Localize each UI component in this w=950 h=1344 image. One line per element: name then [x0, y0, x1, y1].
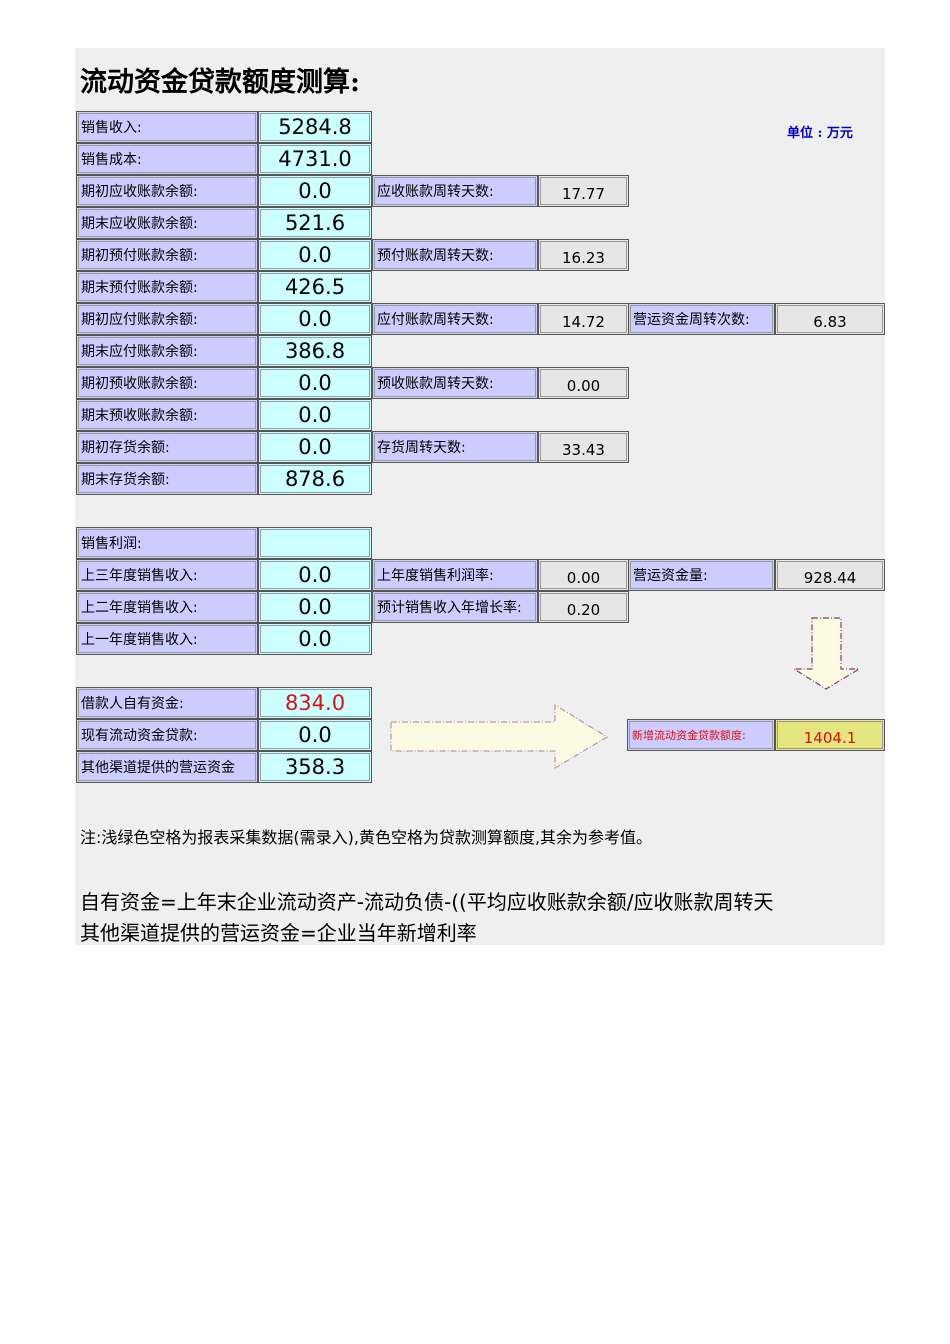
input-ar-begin[interactable]: 0.0 [258, 175, 372, 207]
label-prepay-days: 预付账款周转天数: [372, 239, 538, 271]
value-wc-turnover: 6.83 [775, 303, 885, 335]
label-adv-days: 预收账款周转天数: [372, 367, 538, 399]
arrow-right-icon [390, 704, 608, 769]
label-rev-1y: 上一年度销售收入: [76, 623, 258, 655]
input-sales-profit[interactable] [258, 527, 372, 559]
input-existing-loan[interactable]: 0.0 [258, 719, 372, 751]
input-adv-end[interactable]: 0.0 [258, 399, 372, 431]
label-ap-begin: 期初应付账款余额: [76, 303, 258, 335]
label-prepay-end: 期末预付账款余额: [76, 271, 258, 303]
input-rev-3y[interactable]: 0.0 [258, 559, 372, 591]
label-prepay-begin: 期初预付账款余额: [76, 239, 258, 271]
label-ap-end: 期末应付账款余额: [76, 335, 258, 367]
input-ap-begin[interactable]: 0.0 [258, 303, 372, 335]
value-growth-rate: 0.20 [538, 591, 629, 623]
input-ar-end[interactable]: 521.6 [258, 207, 372, 239]
input-inv-end[interactable]: 878.6 [258, 463, 372, 495]
label-sales-profit: 销售利润: [76, 527, 258, 559]
value-new-loan-amount: 1404.1 [775, 719, 885, 751]
label-inv-days: 存货周转天数: [372, 431, 538, 463]
label-sales-cost: 销售成本: [76, 143, 258, 175]
label-adv-begin: 期初预收账款余额: [76, 367, 258, 399]
value-ap-days: 14.72 [538, 303, 629, 335]
formula-line-1: 自有资金=上年末企业流动资产-流动负债-((平均应收账款余额/应收账款周转天 [80, 890, 774, 914]
value-adv-days: 0.00 [538, 367, 629, 399]
formula-line-2: 其他渠道提供的营运资金=企业当年新增利率 [80, 921, 477, 945]
value-inv-days: 33.43 [538, 431, 629, 463]
input-inv-begin[interactable]: 0.0 [258, 431, 372, 463]
value-ar-days: 17.77 [538, 175, 629, 207]
label-other-funds: 其他渠道提供的营运资金 [76, 751, 258, 783]
label-profit-rate: 上年度销售利润率: [372, 559, 538, 591]
input-own-funds[interactable]: 834.0 [258, 687, 372, 719]
input-prepay-end[interactable]: 426.5 [258, 271, 372, 303]
value-working-capital: 928.44 [775, 559, 885, 591]
formula-block: 自有资金=上年末企业流动资产-流动负债-((平均应收账款余额/应收账款周转天 其… [75, 880, 885, 945]
input-sales-revenue[interactable]: 5284.8 [258, 111, 372, 143]
value-profit-rate: 0.00 [538, 559, 629, 591]
input-rev-2y[interactable]: 0.0 [258, 591, 372, 623]
arrow-down-icon [791, 617, 862, 690]
label-adv-end: 期末预收账款余额: [76, 399, 258, 431]
input-rev-1y[interactable]: 0.0 [258, 623, 372, 655]
unit-label: 单位 : 万元 [787, 126, 853, 141]
input-sales-cost[interactable]: 4731.0 [258, 143, 372, 175]
label-growth-rate: 预计销售收入年增长率: [372, 591, 538, 623]
input-other-funds[interactable]: 358.3 [258, 751, 372, 783]
input-adv-begin[interactable]: 0.0 [258, 367, 372, 399]
label-own-funds: 借款人自有资金: [76, 687, 258, 719]
value-prepay-days: 16.23 [538, 239, 629, 271]
label-ar-begin: 期初应收账款余额: [76, 175, 258, 207]
label-ar-end: 期末应收账款余额: [76, 207, 258, 239]
note-text: 注:浅绿色空格为报表采集数据(需录入),黄色空格为贷款测算额度,其余为参考值。 [80, 828, 653, 847]
label-working-capital: 营运资金量: [628, 559, 775, 591]
label-rev-2y: 上二年度销售收入: [76, 591, 258, 623]
label-wc-turnover: 营运资金周转次数: [628, 303, 775, 335]
input-ap-end[interactable]: 386.8 [258, 335, 372, 367]
page-title: 流动资金贷款额度测算: [80, 67, 360, 98]
input-prepay-begin[interactable]: 0.0 [258, 239, 372, 271]
label-ar-days: 应收账款周转天数: [372, 175, 538, 207]
label-existing-loan: 现有流动资金贷款: [76, 719, 258, 751]
label-inv-end: 期末存货余额: [76, 463, 258, 495]
label-inv-begin: 期初存货余额: [76, 431, 258, 463]
label-new-loan-amount: 新增流动资金贷款额度: [627, 719, 775, 751]
label-rev-3y: 上三年度销售收入: [76, 559, 258, 591]
label-sales-revenue: 销售收入: [76, 111, 258, 143]
label-ap-days: 应付账款周转天数: [372, 303, 538, 335]
